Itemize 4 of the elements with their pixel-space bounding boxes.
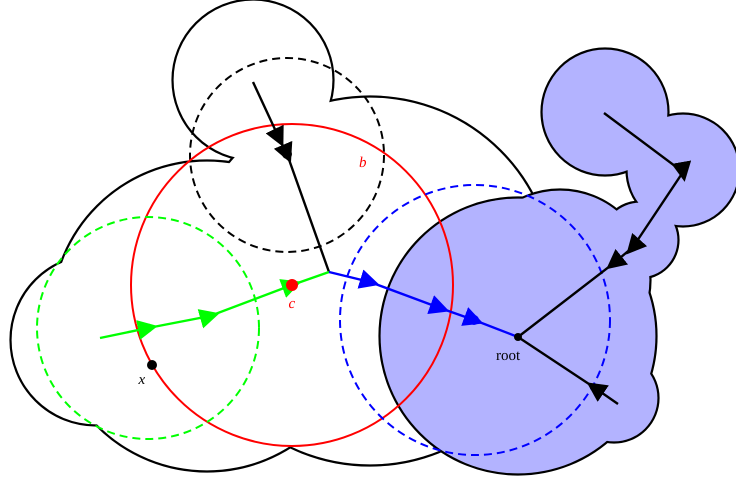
point-label: c <box>288 297 296 312</box>
point-label: b <box>359 156 366 171</box>
point-label: x <box>138 373 146 388</box>
point-label: root <box>496 349 520 364</box>
